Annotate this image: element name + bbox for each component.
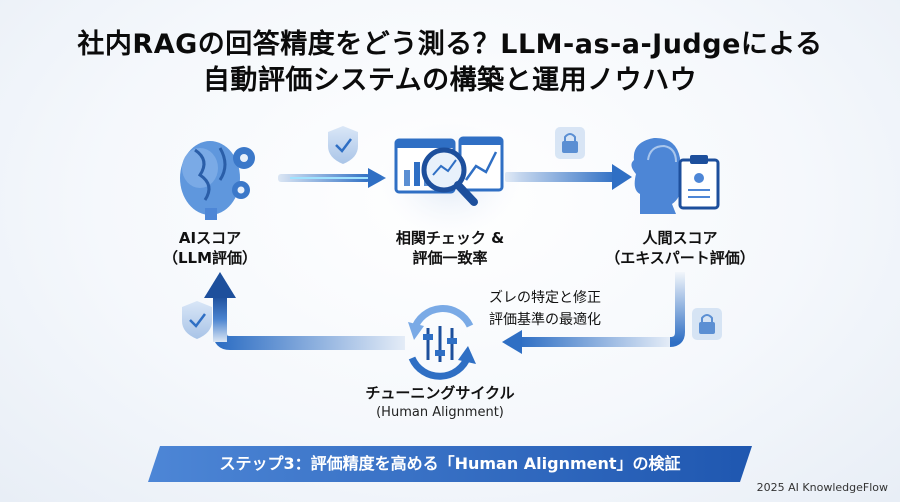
node-tuning-subtitle: (Human Alignment) — [376, 405, 504, 420]
arrow-ai-to-correlation — [278, 168, 386, 188]
arrow-tuning-to-ai — [204, 272, 405, 350]
node-ai-score-label: AIスコア （LLM評価） — [150, 228, 270, 268]
node-correlation-title: 相関チェック & — [395, 229, 505, 247]
human-clipboard-icon — [631, 137, 720, 214]
shield-icon — [182, 301, 212, 339]
shield-icon — [328, 126, 358, 164]
node-correlation-subtitle: 評価一致率 — [412, 249, 488, 267]
brain-gears-icon — [180, 141, 255, 220]
footer-credit: 2025 AI KnowledgeFlow — [756, 481, 888, 494]
arrow-human-to-tuning — [502, 272, 685, 354]
node-tuning-label: チューニングサイクル (Human Alignment) — [355, 383, 525, 423]
side-note-line2: 評価基準の最適化 — [489, 312, 601, 328]
cycle-sliders-icon — [408, 305, 476, 380]
banner-shape — [148, 446, 752, 482]
chart-magnifier-icon — [380, 122, 520, 238]
node-human-score-title: 人間スコア — [642, 229, 718, 247]
node-human-score-label: 人間スコア （エキスパート評価） — [595, 228, 765, 268]
page-title-line1: 社内RAGの回答精度をどう測る？LLM-as-a-Judgeによる — [77, 29, 823, 60]
page-title-line2: 自動評価システムの構築と運用ノウハウ — [202, 65, 698, 96]
node-ai-score-title: AIスコア — [178, 229, 242, 247]
node-ai-score-subtitle: （LLM評価） — [162, 249, 258, 267]
node-tuning-title: チューニングサイクル — [365, 384, 515, 402]
side-note-line1: ズレの特定と修正 — [489, 290, 601, 306]
node-human-score-subtitle: （エキスパート評価） — [605, 249, 755, 267]
step-banner: ステップ3：評価精度を高める「Human Alignment」の検証 — [148, 446, 752, 482]
lock-icon — [692, 308, 722, 340]
node-correlation-label: 相関チェック & 評価一致率 — [365, 228, 535, 268]
lock-icon — [555, 127, 585, 159]
side-note: ズレの特定と修正 評価基準の最適化 — [489, 287, 601, 331]
arrow-correlation-to-human — [505, 164, 632, 190]
step-banner-text: ステップ3：評価精度を高める「Human Alignment」の検証 — [219, 454, 681, 473]
